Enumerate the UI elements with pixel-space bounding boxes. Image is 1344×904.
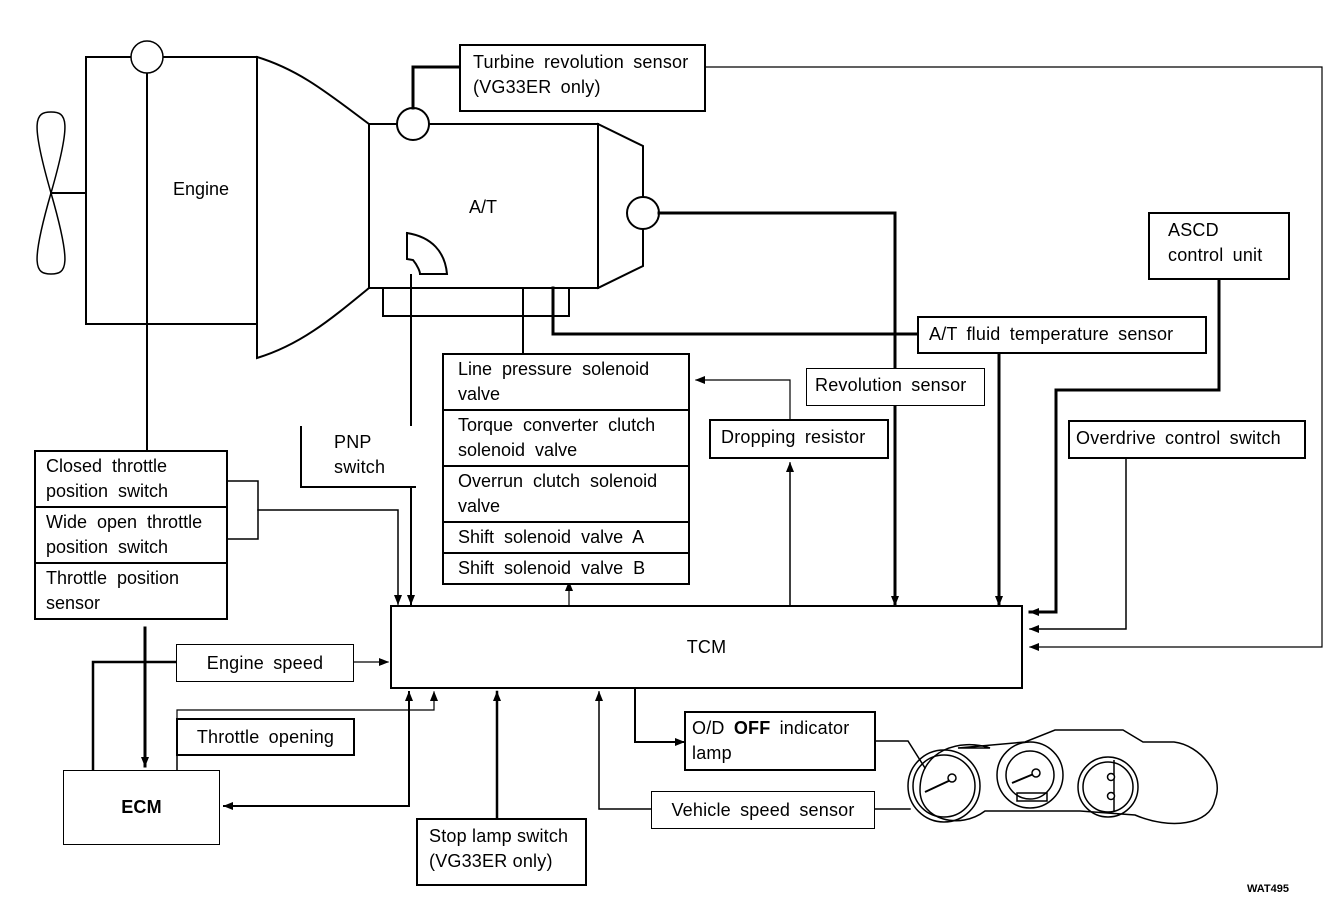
- od-suffix: indicator: [770, 718, 850, 738]
- solenoid-label: valve: [458, 384, 501, 404]
- throttle-opening-label: Throttle opening: [196, 726, 335, 747]
- dropping-resistor[interactable]: Dropping resistor: [709, 419, 889, 459]
- overrun-clutch-solenoid[interactable]: Overrun clutch solenoid valve: [444, 467, 688, 523]
- engine-speed-signal[interactable]: Engine speed: [176, 644, 354, 682]
- ascd-line1: ASCD: [1168, 220, 1219, 240]
- dropping-resistor-label: Dropping resistor: [721, 427, 866, 447]
- turbine-sensor-line1: Turbine revolution sensor: [473, 52, 689, 72]
- solenoid-label: Line pressure solenoid: [458, 359, 650, 379]
- revolution-sensor[interactable]: Revolution sensor: [806, 368, 985, 406]
- closed-throttle-position-switch[interactable]: Closed throttle position switch: [36, 452, 226, 508]
- instrument-cluster-icon: [907, 729, 1218, 825]
- od-off-line2: lamp: [692, 743, 732, 763]
- stop-lamp-line1: Stop lamp switch: [429, 826, 569, 846]
- at-body: [368, 123, 599, 289]
- engine-speed-label: Engine speed: [206, 652, 324, 673]
- turbine-revolution-sensor[interactable]: Turbine revolution sensor (VG33ER only): [459, 44, 706, 112]
- switch-label: Closed throttle: [46, 456, 168, 476]
- tcm[interactable]: TCM: [390, 605, 1023, 689]
- tcm-label: TCM: [686, 636, 727, 657]
- wide-open-throttle-position-switch[interactable]: Wide open throttle position switch: [36, 508, 226, 564]
- overdrive-control-switch[interactable]: Overdrive control switch: [1068, 420, 1306, 459]
- pnp-sector-icon: [405, 231, 449, 275]
- overdrive-switch-label: Overdrive control switch: [1076, 428, 1281, 448]
- fluid-temp-label: A/T fluid temperature sensor: [929, 324, 1174, 344]
- ascd-line2: control unit: [1168, 245, 1263, 265]
- stop-lamp-switch[interactable]: Stop lamp switch (VG33ER only): [416, 818, 587, 886]
- shift-solenoid-a[interactable]: Shift solenoid valve A: [444, 523, 688, 554]
- vehicle-speed-sensor[interactable]: Vehicle speed sensor: [651, 791, 875, 829]
- solenoid-label: Shift solenoid valve A: [458, 527, 645, 547]
- od-off-line1: O/D OFF indicator: [692, 716, 862, 741]
- line-pressure-solenoid[interactable]: Line pressure solenoid valve: [444, 355, 688, 411]
- solenoid-label: solenoid valve: [458, 440, 578, 460]
- ascd-control-unit[interactable]: ASCD control unit: [1148, 212, 1290, 280]
- solenoid-label: valve: [458, 496, 501, 516]
- ecm-label: ECM: [121, 797, 162, 817]
- throttle-switch-stack: Closed throttle position switch Wide ope…: [34, 450, 228, 620]
- throttle-opening-signal[interactable]: Throttle opening: [176, 718, 355, 756]
- solenoid-valve-stack: Line pressure solenoid valve Torque conv…: [442, 353, 690, 585]
- solenoid-label: Shift solenoid valve B: [458, 558, 646, 578]
- revolution-sensor-label: Revolution sensor: [815, 375, 967, 395]
- stop-lamp-line2: (VG33ER only): [429, 851, 553, 871]
- switch-label: Wide open throttle: [46, 512, 203, 532]
- vehicle-speed-sensor-label: Vehicle speed sensor: [671, 799, 855, 820]
- solenoid-label: Overrun clutch solenoid: [458, 471, 658, 491]
- od-off-indicator-lamp[interactable]: O/D OFF indicator lamp: [684, 711, 876, 771]
- switch-label: position switch: [46, 481, 169, 501]
- engine-label: Engine: [173, 179, 230, 199]
- switch-label: Throttle position: [46, 568, 180, 588]
- shift-solenoid-b[interactable]: Shift solenoid valve B: [444, 554, 688, 583]
- engine-block: [85, 56, 258, 325]
- throttle-position-sensor[interactable]: Throttle position sensor: [36, 564, 226, 618]
- switch-label: position switch: [46, 537, 169, 557]
- pnp-line1: PNP: [334, 432, 372, 452]
- bell-housing: [255, 55, 370, 360]
- turbine-sensor-line2: (VG33ER only): [473, 77, 601, 97]
- at-fluid-temperature-sensor[interactable]: A/T fluid temperature sensor: [917, 316, 1207, 354]
- torque-converter-clutch-solenoid[interactable]: Torque converter clutch solenoid valve: [444, 411, 688, 467]
- pnp-line2: switch: [334, 457, 386, 477]
- figure-code: WAT495: [1247, 883, 1289, 895]
- od-off-bold: OFF: [733, 718, 771, 738]
- ecm[interactable]: ECM: [63, 770, 220, 845]
- solenoid-label: Torque converter clutch: [458, 415, 656, 435]
- pnp-switch[interactable]: PNP switch: [300, 426, 416, 488]
- od-prefix: O/D: [692, 718, 734, 738]
- switch-label: sensor: [46, 593, 101, 613]
- at-label: A/T: [469, 197, 498, 217]
- crank-sensor-icon: [130, 40, 164, 74]
